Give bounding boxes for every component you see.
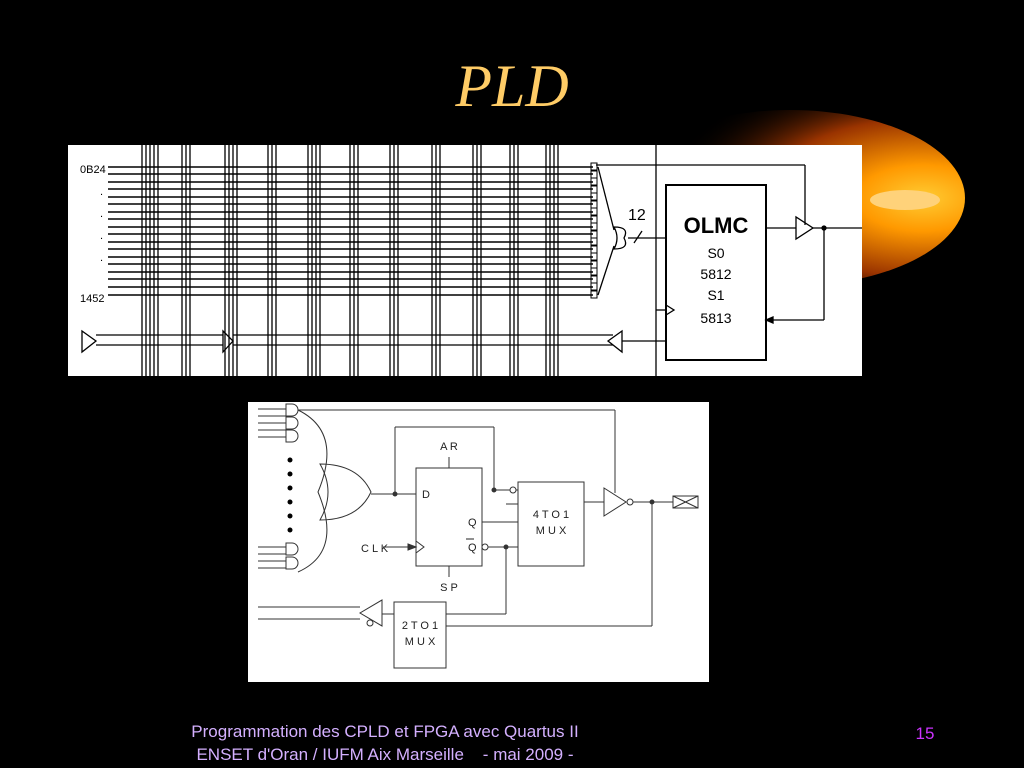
ar-label: A R bbox=[440, 441, 458, 453]
footer-line-2: ENSET d'Oran / IUFM Aix Marseille - mai … bbox=[196, 745, 574, 764]
and-gate bbox=[285, 556, 299, 570]
olmc-logic-diagram: A R S P D Q Q C L K 4 T O 1 M U X 2 T O … bbox=[248, 402, 709, 682]
output-buffer bbox=[603, 487, 627, 517]
or-gate bbox=[319, 463, 372, 521]
olmc-line-1: S0 bbox=[707, 245, 724, 261]
d-label: D bbox=[422, 489, 430, 501]
pld-array-diagram: 0B24 1452 . . . . 12 OLMC S0 5812 S1 581… bbox=[68, 145, 862, 376]
olmc-block bbox=[665, 184, 767, 361]
bus-width-label: 12 bbox=[628, 207, 646, 224]
mux-2-to-1 bbox=[393, 601, 447, 669]
mux2-label-1: 2 T O 1 bbox=[402, 620, 438, 632]
dot-marker: . bbox=[100, 252, 103, 264]
mux-4-to-1 bbox=[517, 481, 585, 567]
slide-title: PLD bbox=[455, 53, 569, 119]
ellipsis-dots bbox=[287, 457, 293, 533]
sp-label: S P bbox=[440, 582, 458, 594]
dot-marker: . bbox=[100, 186, 103, 198]
clk-label: C L K bbox=[361, 543, 389, 555]
feedback-buffer bbox=[359, 599, 383, 627]
and-gate bbox=[285, 416, 299, 430]
input-buffer-left bbox=[81, 329, 98, 354]
q-label: Q bbox=[468, 517, 477, 529]
dot-marker: . bbox=[100, 208, 103, 220]
input-buffer-mid bbox=[222, 329, 234, 354]
olmc-line-4: 5813 bbox=[700, 310, 731, 326]
and-gate bbox=[285, 429, 299, 443]
product-term-lines bbox=[108, 166, 593, 296]
qbar-label: Q bbox=[468, 542, 477, 554]
and-gate-column bbox=[590, 162, 598, 299]
pld-array-svg: 0B24 1452 . . . . 12 OLMC S0 5812 S1 581… bbox=[80, 145, 862, 376]
dot-marker: . bbox=[100, 230, 103, 242]
olmc-title: OLMC bbox=[684, 213, 749, 238]
feedback-buffer bbox=[606, 329, 623, 354]
mux2-label-2: M U X bbox=[405, 636, 436, 648]
or-gate bbox=[612, 226, 627, 250]
slide-footer: Programmation des CPLD et FPGA avec Quar… bbox=[130, 720, 640, 766]
vertical-array-lines bbox=[141, 145, 657, 376]
input-bottom-label: 1452 bbox=[80, 293, 104, 305]
mux4-label-1: 4 T O 1 bbox=[533, 509, 569, 521]
olmc-line-2: 5812 bbox=[700, 266, 731, 282]
footer-line-1: Programmation des CPLD et FPGA avec Quar… bbox=[191, 722, 579, 741]
and-gate bbox=[285, 542, 299, 556]
olmc-line-3: S1 bbox=[707, 287, 724, 303]
mux4-label-2: M U X bbox=[536, 525, 567, 537]
and-gate bbox=[285, 403, 299, 417]
olmc-logic-svg: A R S P D Q Q C L K 4 T O 1 M U X 2 T O … bbox=[258, 403, 699, 669]
input-top-label: 0B24 bbox=[80, 164, 106, 176]
page-number: 15 bbox=[915, 724, 935, 743]
